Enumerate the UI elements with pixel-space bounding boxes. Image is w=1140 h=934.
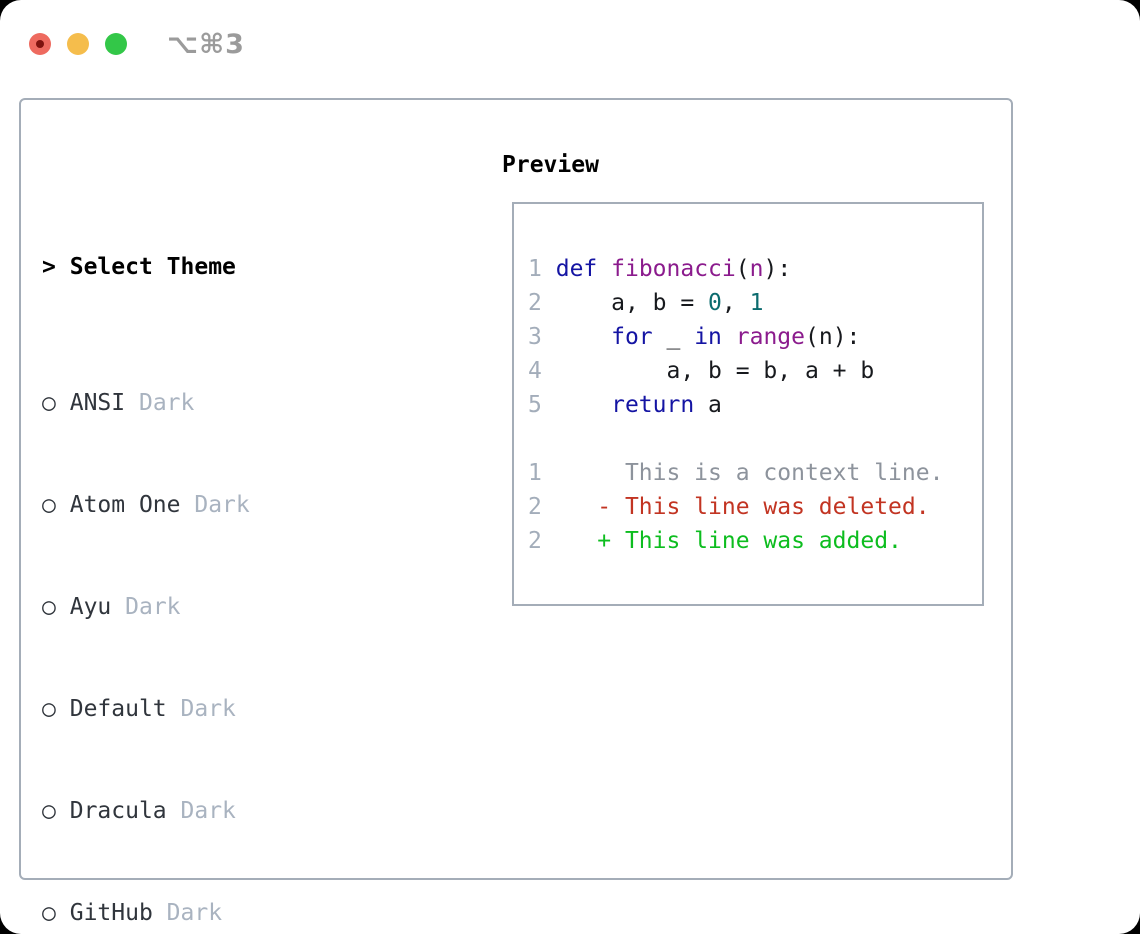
radio-icon: ○ <box>42 390 56 416</box>
theme-tag: Dark <box>138 390 195 416</box>
theme-tag: Dark <box>125 594 181 620</box>
theme-list: > Select Theme ○ ANSI Dark ○ Atom One Da… <box>42 148 452 934</box>
titlebar: ⌥⌘3 <box>0 0 1140 62</box>
window-title: ⌥⌘3 <box>167 28 245 60</box>
code-line: 1 This is a context line. <box>528 460 944 486</box>
code-line: 3 for _ in range(n): <box>528 324 861 350</box>
code-line: 2 - This line was deleted. <box>528 494 930 520</box>
close-button[interactable] <box>29 33 51 55</box>
theme-tag: Dark <box>194 492 250 518</box>
theme-tag: Dark <box>180 696 236 722</box>
radio-icon: ○ <box>42 798 56 824</box>
code-line: 2 + This line was added. <box>528 528 902 554</box>
theme-item-dracula-dark[interactable]: ○ Dracula Dark <box>42 794 452 828</box>
code-line: 4 a, b = b, a + b <box>528 358 875 384</box>
theme-selector-panel: > Select Theme ○ ANSI Dark ○ Atom One Da… <box>19 98 1013 926</box>
radio-icon: ○ <box>42 900 56 926</box>
preview-header: Preview <box>502 152 599 178</box>
minimize-button[interactable] <box>67 33 89 55</box>
prompt-icon: > <box>42 254 56 280</box>
traffic-lights <box>29 33 127 55</box>
code-block: 1 def fibonacci(n): 2 a, b = 0, 1 3 for _ … <box>528 252 982 558</box>
maximize-button[interactable] <box>105 33 127 55</box>
theme-item-github-dark[interactable]: ○ GitHub Dark <box>42 896 452 930</box>
code-line: 2 a, b = 0, 1 <box>528 290 764 316</box>
code-line: 5 return a <box>528 392 722 418</box>
select-theme-header: > Select Theme <box>42 250 452 284</box>
code-line <box>528 422 982 456</box>
theme-item-ayu-dark[interactable]: ○ Ayu Dark <box>42 590 452 624</box>
theme-item-atom-one-dark[interactable]: ○ Atom One Dark <box>42 488 452 522</box>
code-line: 1 def fibonacci(n): <box>528 256 792 282</box>
theme-item-default-dark[interactable]: ○ Default Dark <box>42 692 452 726</box>
theme-tag: Dark <box>180 798 236 824</box>
radio-icon: ○ <box>42 492 56 518</box>
code-preview-pane: 1 def fibonacci(n): 2 a, b = 0, 1 3 for _ … <box>512 202 984 606</box>
radio-icon: ○ <box>42 696 56 722</box>
radio-icon: ○ <box>42 594 56 620</box>
select-theme-label: Select Theme <box>69 254 236 280</box>
theme-item-ansi-dark[interactable]: ○ ANSI Dark <box>42 386 452 420</box>
theme-tag: Dark <box>166 900 223 926</box>
